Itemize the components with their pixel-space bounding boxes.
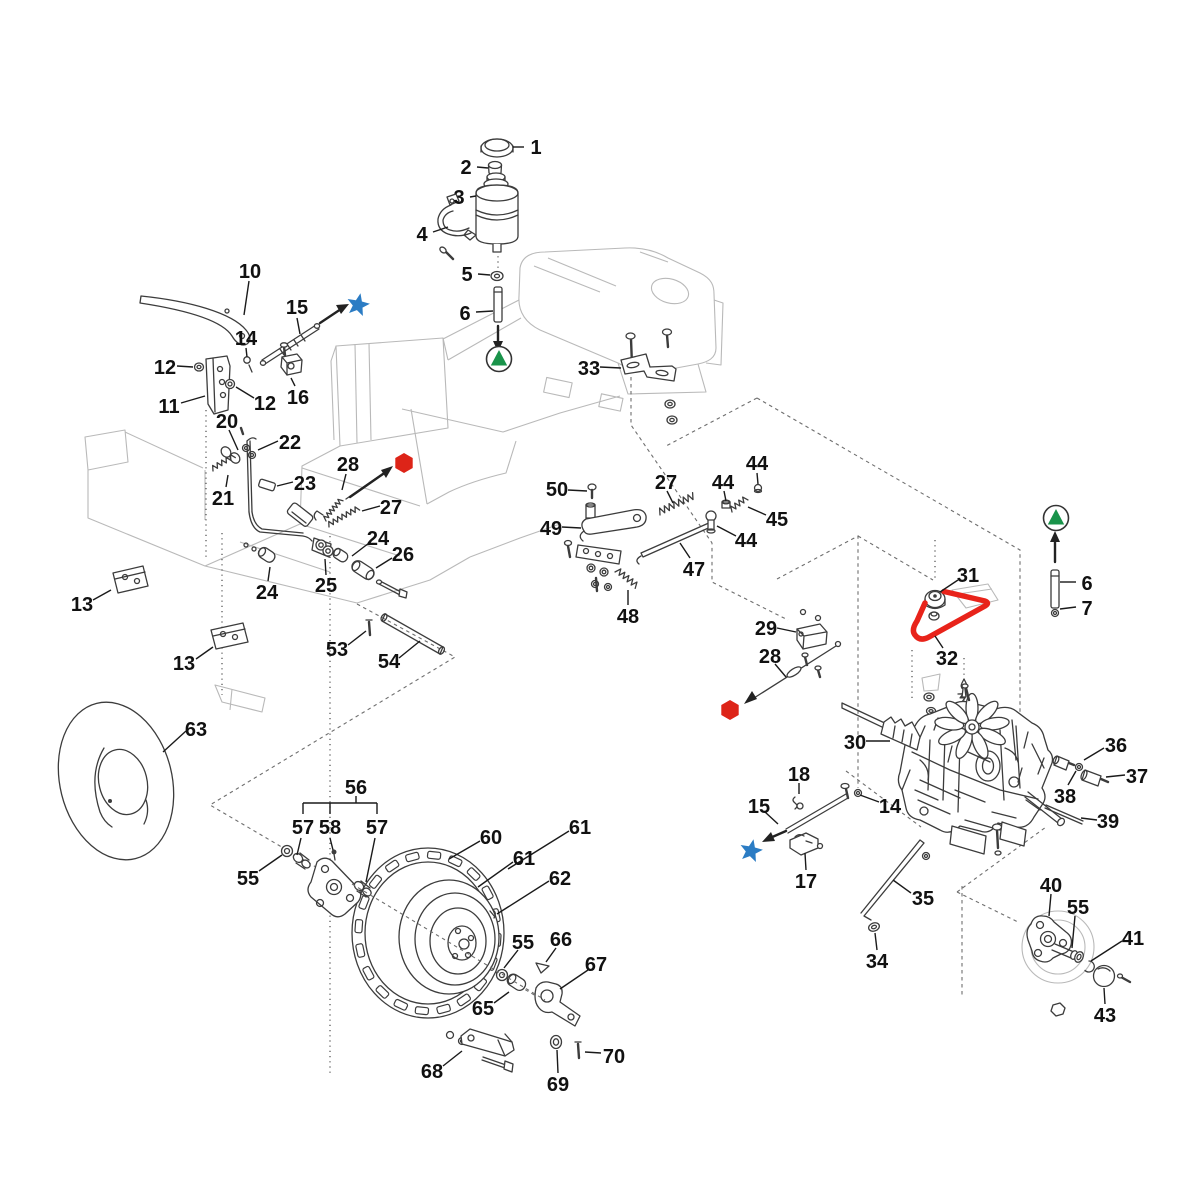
svg-text:20: 20 <box>216 411 238 433</box>
svg-text:2: 2 <box>460 157 471 179</box>
svg-text:50: 50 <box>546 479 568 501</box>
svg-text:38: 38 <box>1054 786 1076 808</box>
svg-text:11: 11 <box>158 396 179 418</box>
svg-text:15: 15 <box>286 297 308 319</box>
svg-text:26: 26 <box>392 544 414 566</box>
svg-text:24: 24 <box>367 528 390 550</box>
svg-text:4: 4 <box>416 224 428 246</box>
svg-text:5: 5 <box>461 264 472 286</box>
svg-text:60: 60 <box>480 827 502 849</box>
svg-text:57: 57 <box>292 817 314 839</box>
svg-text:3: 3 <box>453 187 464 209</box>
svg-text:45: 45 <box>766 509 788 531</box>
svg-text:55: 55 <box>237 868 259 890</box>
svg-text:30: 30 <box>844 732 866 754</box>
svg-text:18: 18 <box>788 764 810 786</box>
svg-text:33: 33 <box>578 358 600 380</box>
svg-text:14: 14 <box>235 328 258 350</box>
svg-text:6: 6 <box>459 303 470 325</box>
svg-text:58: 58 <box>319 817 341 839</box>
svg-text:36: 36 <box>1105 735 1127 757</box>
svg-text:55: 55 <box>512 932 534 954</box>
svg-text:56: 56 <box>345 777 367 799</box>
svg-text:61: 61 <box>569 817 591 839</box>
svg-text:67: 67 <box>585 954 607 976</box>
svg-text:66: 66 <box>550 929 572 951</box>
svg-text:23: 23 <box>294 473 316 495</box>
svg-text:13: 13 <box>173 653 195 675</box>
svg-text:15: 15 <box>748 796 770 818</box>
svg-text:44: 44 <box>735 530 758 552</box>
svg-text:14: 14 <box>879 796 902 818</box>
svg-text:47: 47 <box>683 559 705 581</box>
svg-text:22: 22 <box>279 432 301 454</box>
svg-text:24: 24 <box>256 582 279 604</box>
svg-text:68: 68 <box>421 1061 443 1083</box>
svg-text:43: 43 <box>1094 1005 1116 1027</box>
svg-text:39: 39 <box>1097 811 1119 833</box>
svg-text:70: 70 <box>603 1046 625 1068</box>
svg-text:65: 65 <box>472 998 494 1020</box>
svg-text:21: 21 <box>212 488 234 510</box>
svg-text:6: 6 <box>1081 573 1092 595</box>
svg-text:17: 17 <box>795 871 817 893</box>
svg-text:40: 40 <box>1040 875 1062 897</box>
svg-text:48: 48 <box>617 606 639 628</box>
svg-text:63: 63 <box>185 719 207 741</box>
svg-text:27: 27 <box>655 472 677 494</box>
svg-text:37: 37 <box>1126 766 1148 788</box>
svg-text:53: 53 <box>326 639 348 661</box>
svg-text:44: 44 <box>746 453 769 475</box>
svg-text:35: 35 <box>912 888 934 910</box>
svg-text:16: 16 <box>287 387 309 409</box>
svg-text:62: 62 <box>549 868 571 890</box>
svg-text:69: 69 <box>547 1074 569 1096</box>
svg-text:32: 32 <box>936 648 958 670</box>
svg-text:49: 49 <box>540 518 562 540</box>
svg-text:13: 13 <box>71 594 93 616</box>
svg-text:31: 31 <box>957 565 979 587</box>
svg-text:7: 7 <box>1081 598 1092 620</box>
svg-text:44: 44 <box>712 472 735 494</box>
svg-text:28: 28 <box>759 646 781 668</box>
svg-text:29: 29 <box>755 618 777 640</box>
svg-text:28: 28 <box>337 454 359 476</box>
svg-text:54: 54 <box>378 651 401 673</box>
svg-text:12: 12 <box>154 357 176 379</box>
svg-text:25: 25 <box>315 575 337 597</box>
svg-text:1: 1 <box>530 137 541 159</box>
svg-text:27: 27 <box>380 497 402 519</box>
svg-text:55: 55 <box>1067 897 1089 919</box>
svg-text:34: 34 <box>866 951 889 973</box>
svg-text:41: 41 <box>1122 928 1144 950</box>
svg-text:10: 10 <box>239 261 261 283</box>
svg-text:61: 61 <box>513 848 535 870</box>
svg-text:57: 57 <box>366 817 388 839</box>
svg-text:12: 12 <box>254 393 276 415</box>
